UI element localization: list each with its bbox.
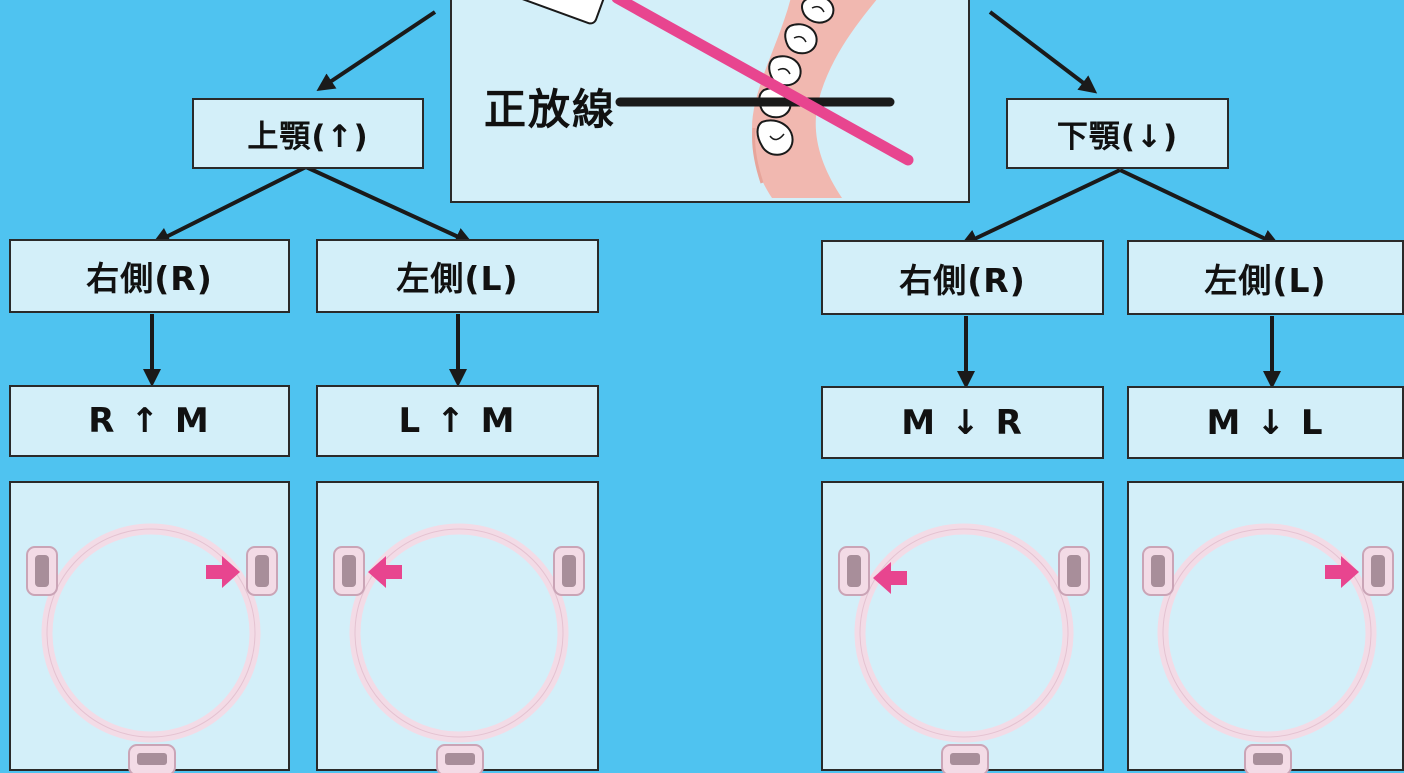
upper-right-side-label: 右側(R) [86,259,213,298]
down-arrow-icon: ↓ [951,402,982,443]
arrow-xray-to-upper [316,10,437,91]
xray-illustration [510,0,914,198]
arrow-xray-to-lower [988,10,1098,94]
tooth-3 [768,55,802,87]
arrow-lower-to-right [959,168,1121,247]
upper-jaw-box: 上顎(↑) [192,98,424,169]
tooth-2 [784,23,818,55]
lower-left-code-box: M ↓ L [1127,386,1404,459]
upper-left-side-label: 左側(L) [396,259,519,298]
pink-arrow-left-icon [873,562,907,594]
tooth-5 [756,119,794,156]
lower-right-side-label: 右側(R) [899,260,1026,300]
lower-left-ring-panel [1127,481,1404,773]
xray-label: 正放線 [484,85,617,134]
oblique-projection-line [611,0,914,166]
xray-panel: 正放線 [450,0,970,203]
positioning-ring-image [1142,523,1394,773]
lower-right-code-box: M ↓ R [821,386,1104,459]
upper-right-ring-panel [9,481,290,773]
lower-jaw-box: 下顎(↓) [1006,98,1229,169]
positioning-ring-image [333,523,585,773]
upper-left-ring-panel [316,481,599,773]
lower-left-side-box: 左側(L) [1127,240,1404,315]
pink-arrow-right-icon [206,556,240,588]
arrow-upper-to-left [305,165,474,245]
upper-right-side-box: 右側(R) [9,239,290,313]
lower-right-ring-panel [821,481,1104,773]
up-arrow-icon: ↑ [130,401,161,441]
pink-arrow-left-icon [368,556,402,588]
down-arrow-icon: ↓ [1256,402,1287,443]
lower-jaw-label: 下顎(↓) [1056,119,1179,155]
upper-left-side-box: 左側(L) [316,239,599,313]
up-arrow-icon: ↑ [436,401,467,441]
positioning-ring-image [26,523,278,773]
tooth-1 [801,0,835,24]
arrow-lower-to-left [1119,168,1281,247]
upper-left-code-box: L ↑ M [316,385,599,457]
upper-right-code-box: R ↑ M [9,385,290,457]
pink-arrow-right-icon [1325,556,1359,588]
upper-jaw-label: 上顎(↑) [247,119,369,155]
arrow-upper-to-right [151,165,307,245]
lower-right-side-box: 右側(R) [821,240,1104,315]
positioning-ring-image [838,523,1090,773]
lower-left-side-label: 左側(L) [1204,260,1327,300]
